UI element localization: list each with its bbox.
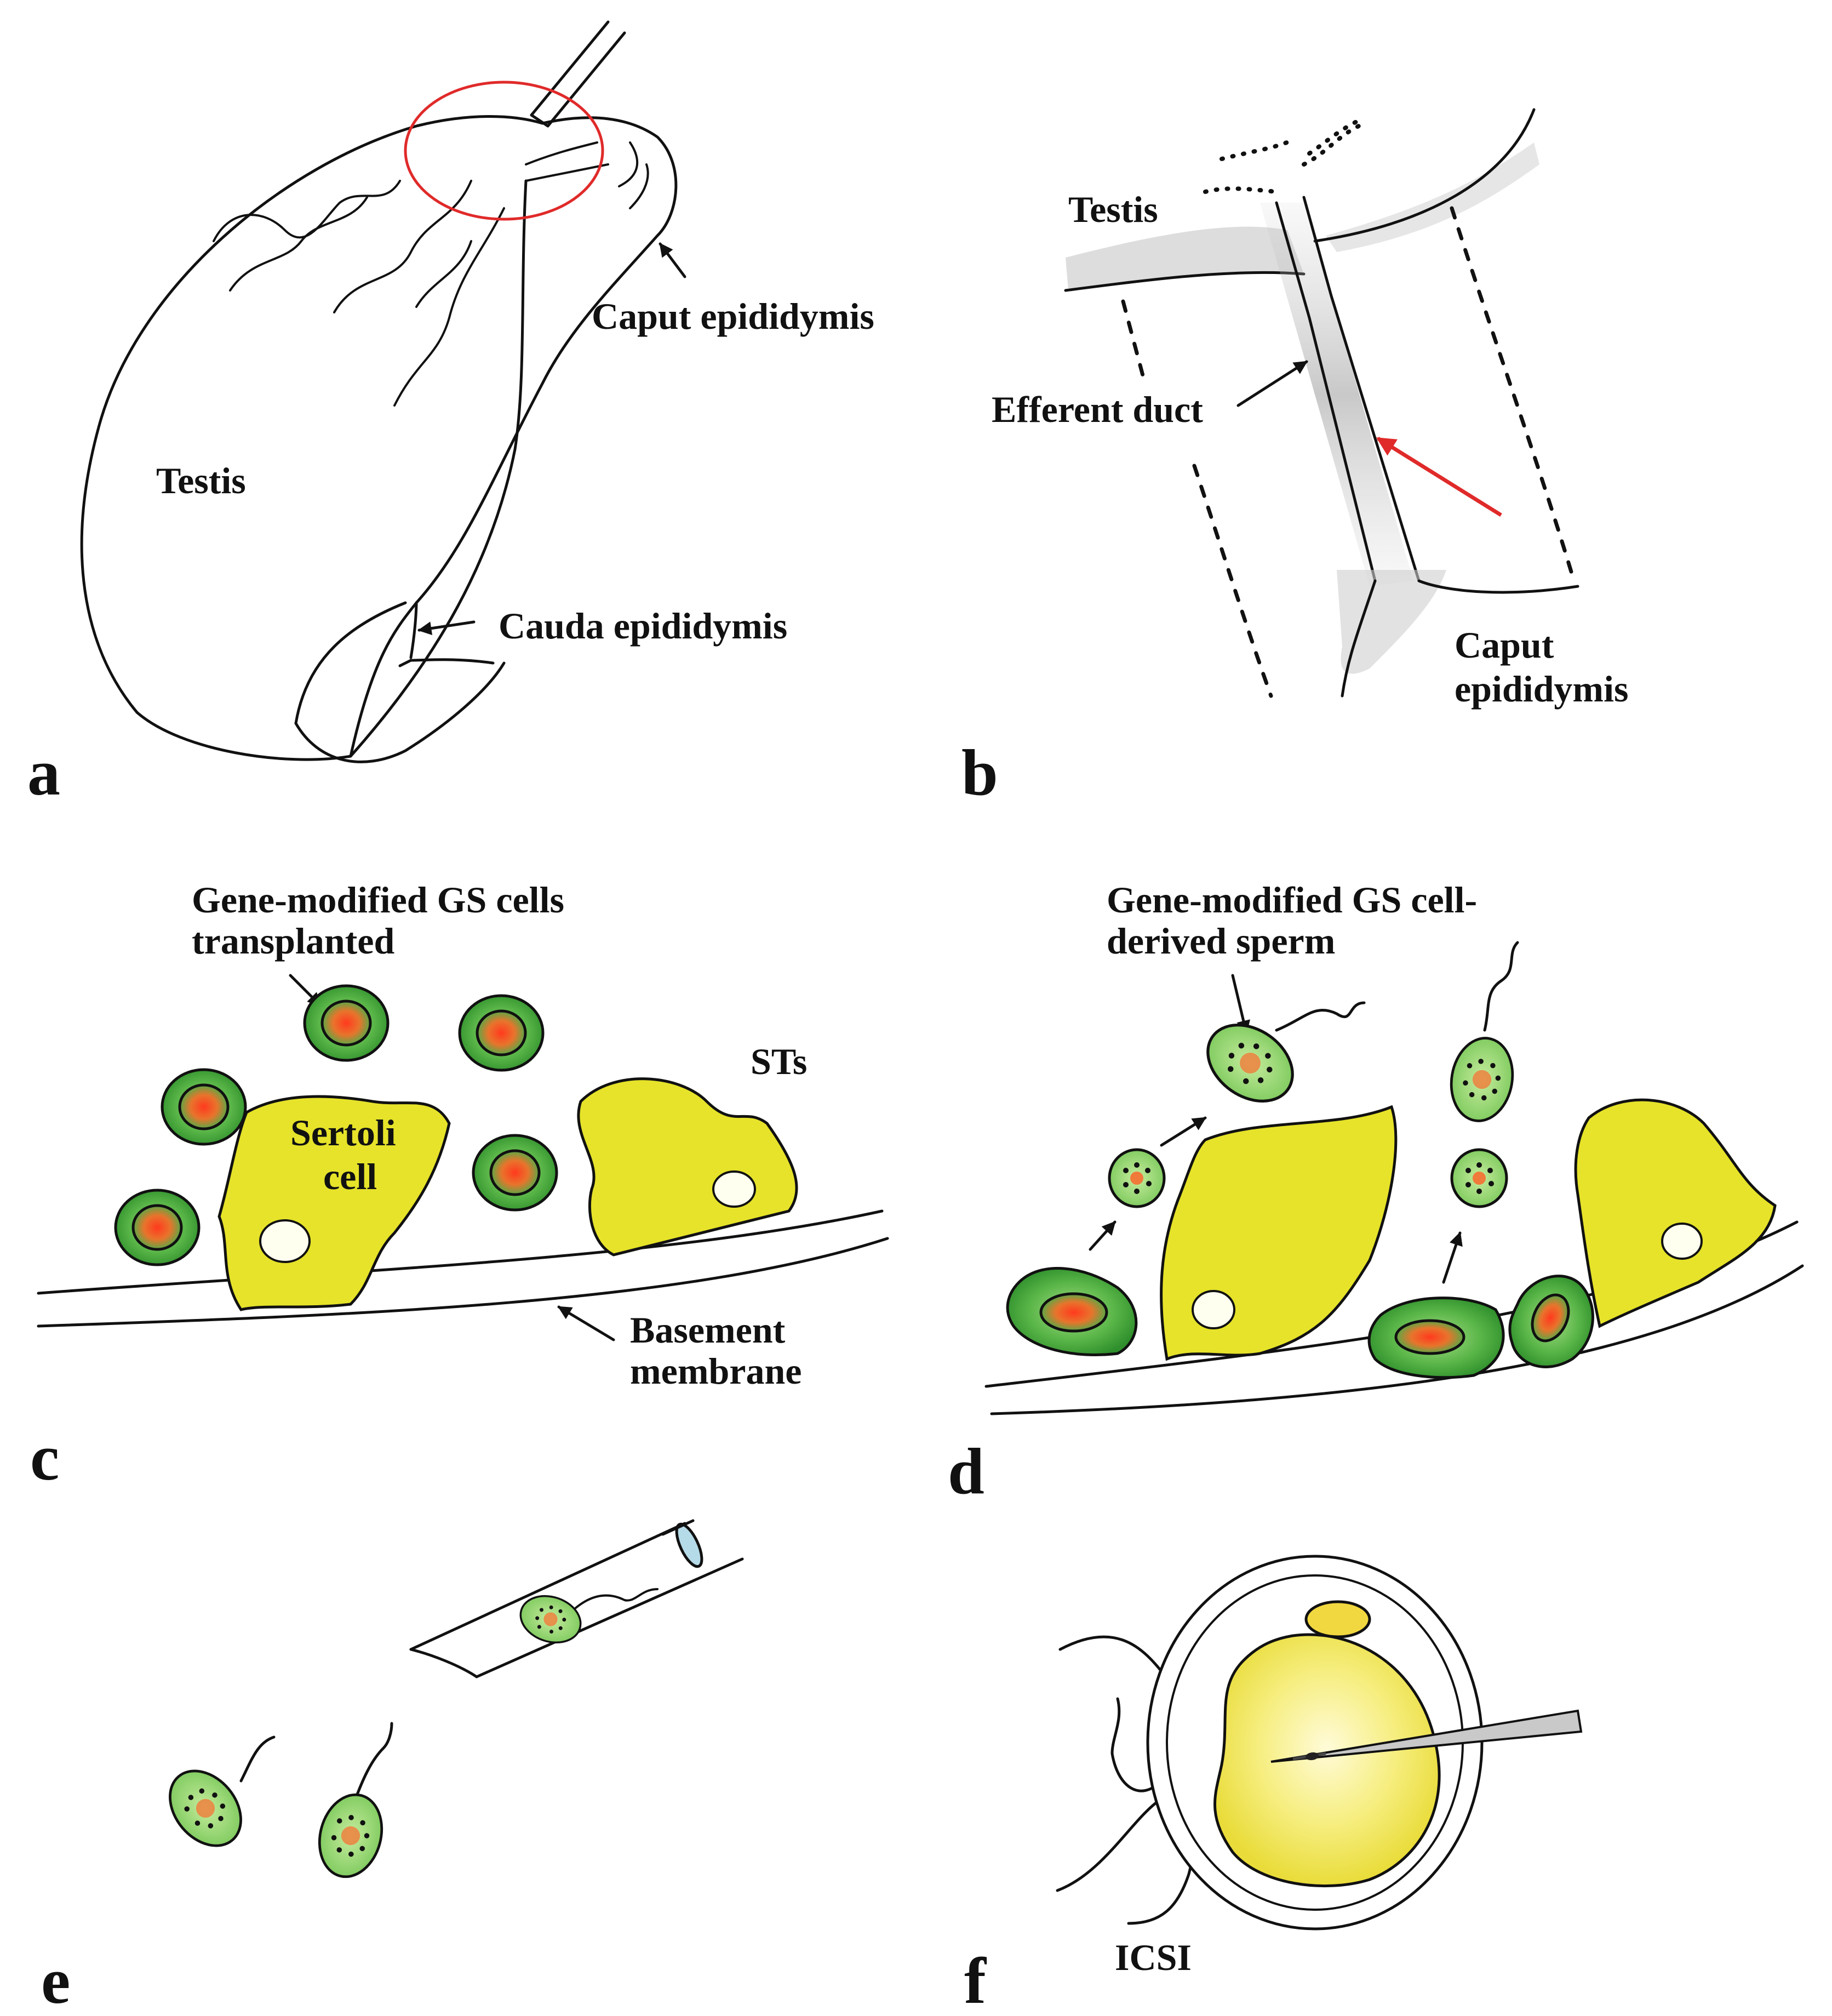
sertoli-label-1: Sertoli <box>290 1112 396 1153</box>
panel-d-arrow <box>1089 1220 1117 1251</box>
panel-d: Gene-modified GS cell- derived sperm <box>948 879 1804 1507</box>
gs-cell <box>473 1135 557 1210</box>
membrane-label-1: Basement <box>630 1309 786 1351</box>
sperm <box>1193 1001 1366 1117</box>
panel-d-title-line1: Gene-modified GS cell- <box>1107 879 1477 921</box>
panel-f: ICSI f <box>964 1555 1583 2016</box>
panel-b-red-arrow <box>1376 437 1502 517</box>
sts-label: STs <box>751 1041 807 1082</box>
panel-d-title-line2: derived sperm <box>1107 920 1335 962</box>
panel-a-caput-label: Caput epididymis <box>592 295 874 337</box>
panel-e-letter: e <box>41 1944 70 2016</box>
sertoli-cell-d-right <box>1574 1098 1777 1328</box>
gs-cell <box>460 996 543 1070</box>
gs-cell-elongated <box>1508 1275 1594 1368</box>
sertoli-label-2: cell <box>323 1156 377 1197</box>
injection-needle <box>1270 1709 1583 1763</box>
highlight-circle <box>404 81 604 221</box>
polar-body <box>1304 1600 1371 1638</box>
gs-cell-elongated <box>1006 1267 1138 1356</box>
panel-c-title-line2: transplanted <box>192 920 394 962</box>
panel-a-cauda-arrow <box>417 620 476 636</box>
panel-c-letter: c <box>30 1421 59 1494</box>
panel-c: Gene-modified GS cells transplanted Sert… <box>30 879 889 1494</box>
round-spermatid <box>1108 1148 1166 1208</box>
sperm <box>311 1722 393 1884</box>
gs-cell <box>305 986 388 1060</box>
panel-b-testis-label: Testis <box>1068 189 1158 230</box>
membrane-arrow <box>557 1305 615 1341</box>
panel-b-efferent-label: Efferent duct <box>992 389 1203 430</box>
panel-a-caput-arrow <box>659 242 686 278</box>
panel-a: Testis Caput epididymis Cauda epididymis… <box>27 20 874 809</box>
gs-cell-elongated <box>1367 1297 1505 1379</box>
gs-cell <box>116 1190 199 1265</box>
membrane-label-2: membrane <box>630 1350 802 1392</box>
panel-b-efferent-arrow <box>1236 360 1308 407</box>
panel-f-letter: f <box>964 1944 987 2016</box>
oocyte <box>1213 1633 1441 1888</box>
icsi-label: ICSI <box>1115 1937 1192 1978</box>
panel-b-caput-label-2: epididymis <box>1455 668 1628 710</box>
panel-b: Testis Efferent duct Caput epididymis b <box>961 108 1628 809</box>
panel-d-title-arrow <box>1231 974 1250 1035</box>
sperm <box>1445 941 1519 1126</box>
sertoli-cell-right <box>577 1077 798 1257</box>
round-spermatid <box>1450 1148 1508 1208</box>
gs-cell <box>162 1070 245 1144</box>
pipette <box>409 1519 744 1678</box>
panel-b-letter: b <box>961 736 998 809</box>
sperm-in-pipette <box>513 1587 659 1651</box>
panel-d-arrow <box>1160 1116 1207 1147</box>
panel-c-title-line1: Gene-modified GS cells <box>192 879 564 921</box>
sperm <box>156 1735 276 1860</box>
panel-a-cauda-label: Cauda epididymis <box>499 605 787 647</box>
panel-d-letter: d <box>948 1435 984 1507</box>
panel-e: e <box>41 1519 744 2016</box>
panel-a-testis-label: Testis <box>156 460 246 501</box>
panel-a-letter: a <box>27 736 60 809</box>
panel-b-caput-label-1: Caput <box>1455 624 1554 666</box>
panel-d-arrow <box>1442 1231 1463 1284</box>
